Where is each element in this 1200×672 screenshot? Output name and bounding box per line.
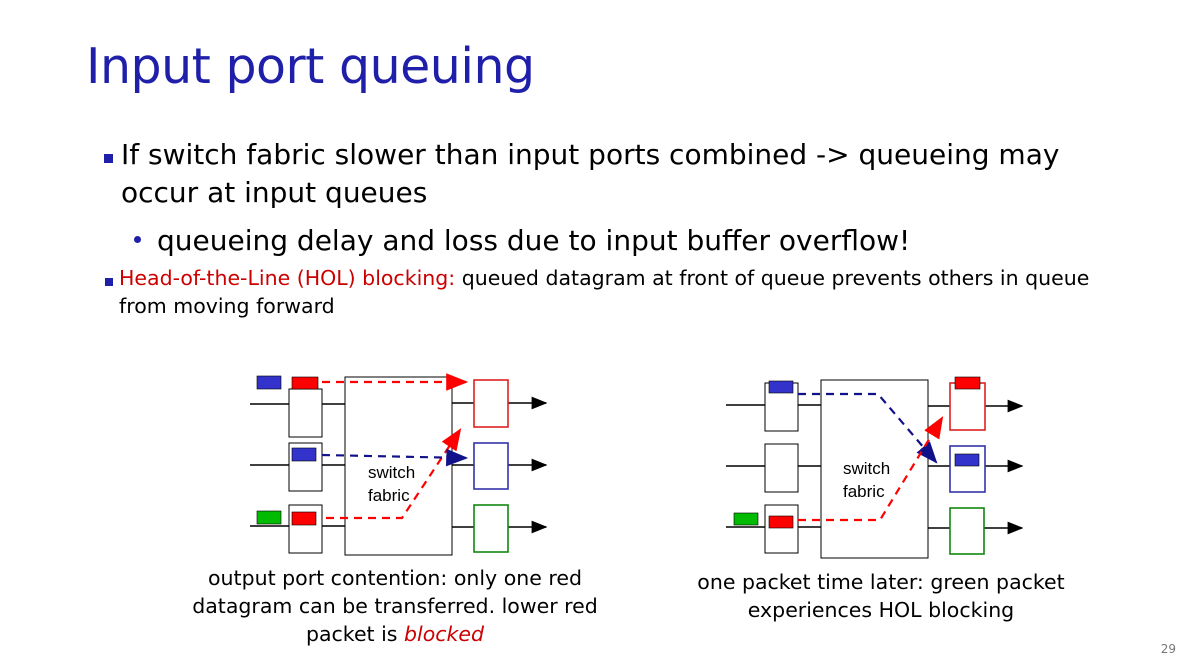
- packet-blue: [291, 447, 317, 462]
- bullet-dot-icon: [134, 236, 141, 243]
- fabric-label-line2: fabric: [368, 486, 410, 505]
- output-port-green: [473, 504, 509, 553]
- input-port-3: [764, 504, 799, 554]
- bullet-2: Head-of-the-Line (HOL) blocking: queued …: [119, 264, 1119, 320]
- packet-red: [291, 511, 317, 526]
- packet-blue: [256, 375, 282, 390]
- bullet-1-sub: queueing delay and loss due to input buf…: [157, 224, 911, 257]
- bullet-square-icon: [104, 154, 113, 163]
- packet-red: [768, 515, 794, 529]
- packet-red: [291, 376, 319, 390]
- packet-red: [954, 376, 981, 390]
- packet-green: [733, 512, 759, 526]
- caption-left-text: output port contention: only one red dat…: [192, 566, 598, 646]
- output-port-blue: [473, 442, 509, 490]
- red-path-bottom: [326, 428, 462, 520]
- output-port-red: [473, 379, 509, 428]
- packet-green: [256, 510, 282, 525]
- hol-text: queued datagram at front of queue preven…: [119, 266, 1090, 318]
- switch-fabric: [344, 376, 453, 556]
- bullet-1: If switch fabric slower than input ports…: [121, 138, 1060, 209]
- output-port-blue: [949, 445, 986, 493]
- fabric-label-line1: switch: [843, 459, 890, 478]
- output-port-green: [949, 507, 985, 555]
- output-port-red: [949, 382, 986, 431]
- fabric-label-line1: switch: [368, 463, 415, 482]
- input-port-2: [764, 443, 799, 493]
- packet-blue: [768, 380, 794, 394]
- red-path: [798, 416, 944, 522]
- caption-right: one packet time later: green packet expe…: [697, 570, 1065, 622]
- page-number: 29: [1160, 642, 1176, 656]
- fabric-label-line2: fabric: [843, 482, 885, 501]
- caption-left-emph: blocked: [404, 622, 485, 646]
- hol-label: Head-of-the-Line (HOL) blocking:: [119, 266, 456, 290]
- caption-left: output port contention: only one red dat…: [180, 564, 610, 648]
- blue-path: [321, 448, 469, 467]
- packet-blue: [954, 453, 980, 467]
- slide-title: Input port queuing: [86, 38, 535, 95]
- bullet-square-icon: [105, 278, 113, 286]
